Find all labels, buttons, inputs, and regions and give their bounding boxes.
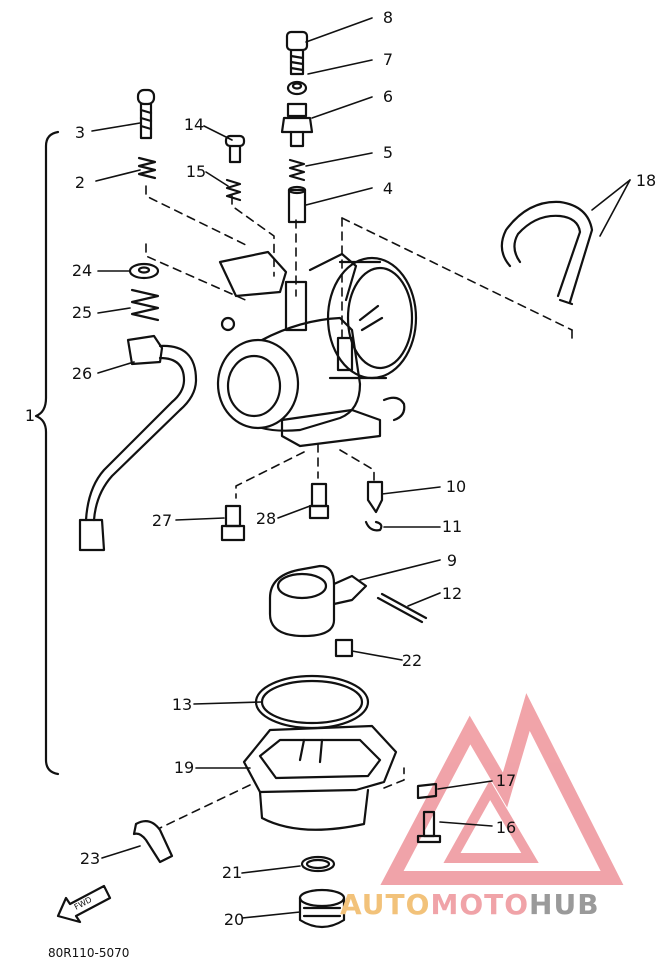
float-bowl-19 (242, 724, 398, 831)
float-pin-12 (376, 592, 428, 624)
fwd-arrow-icon (56, 884, 112, 924)
spring-5 (288, 158, 306, 182)
screw-8 (285, 30, 309, 76)
assembly-guides (145, 185, 573, 829)
vent-hose-18 (500, 200, 594, 306)
callout-18: 18 (635, 171, 657, 190)
part-code: 80R110-5070 (48, 946, 130, 960)
watermark-text: AUTOMOTOHUB (340, 888, 600, 921)
callout-17: 17 (495, 771, 517, 790)
callout-12: 12 (441, 584, 463, 603)
clip-11 (364, 520, 383, 532)
watermark-part-3: HUB (529, 888, 600, 921)
callout-21: 21 (221, 863, 243, 882)
callout-9: 9 (446, 551, 458, 570)
watermark-logo (380, 693, 624, 885)
callout-16: 16 (495, 818, 517, 837)
callout-10: 10 (445, 477, 467, 496)
callout-23: 23 (79, 849, 101, 868)
callout-14: 14 (183, 115, 205, 134)
screw-16 (416, 810, 442, 844)
callout-5: 5 (382, 143, 394, 162)
callout-26: 26 (71, 364, 93, 383)
callout-20: 20 (223, 910, 245, 929)
jet-28 (308, 482, 330, 520)
float-9 (268, 564, 368, 638)
nut-7 (286, 80, 308, 96)
valve-6 (280, 102, 314, 148)
callout-3: 3 (74, 123, 86, 142)
callout-11: 11 (441, 517, 463, 536)
sleeve-4 (287, 185, 307, 224)
callout-1: 1 (24, 406, 36, 425)
callout-28: 28 (255, 509, 277, 528)
callout-19: 19 (173, 758, 195, 777)
carburetor-body (216, 250, 418, 448)
washer-17 (416, 782, 438, 800)
spring-2 (137, 156, 157, 180)
spring-25 (130, 288, 160, 322)
callout-22: 22 (401, 651, 423, 670)
drain-plug-20 (298, 888, 346, 929)
jet-22 (334, 638, 354, 658)
callout-27: 27 (151, 511, 173, 530)
assembly-bracket (34, 130, 60, 776)
needle-valve-10 (366, 480, 384, 514)
leader-lines (91, 17, 631, 919)
hose-fitting-26 (78, 334, 198, 552)
clamp-23 (132, 819, 174, 864)
o-ring-21 (300, 855, 336, 873)
spring-15 (225, 178, 242, 202)
callout-25: 25 (71, 303, 93, 322)
callout-13: 13 (171, 695, 193, 714)
callout-2: 2 (74, 173, 86, 192)
callout-4: 4 (382, 179, 394, 198)
washer-24 (128, 262, 160, 280)
callout-7: 7 (382, 50, 394, 69)
jet-27 (220, 504, 246, 542)
callout-8: 8 (382, 8, 394, 27)
callout-15: 15 (185, 162, 207, 181)
callout-24: 24 (71, 261, 93, 280)
screw-3 (136, 88, 156, 140)
callout-6: 6 (382, 87, 394, 106)
watermark-part-2: MOTO (430, 888, 530, 921)
screw-14 (224, 134, 246, 164)
gasket-13 (254, 674, 370, 730)
watermark-part-1: AUTO (340, 888, 431, 921)
